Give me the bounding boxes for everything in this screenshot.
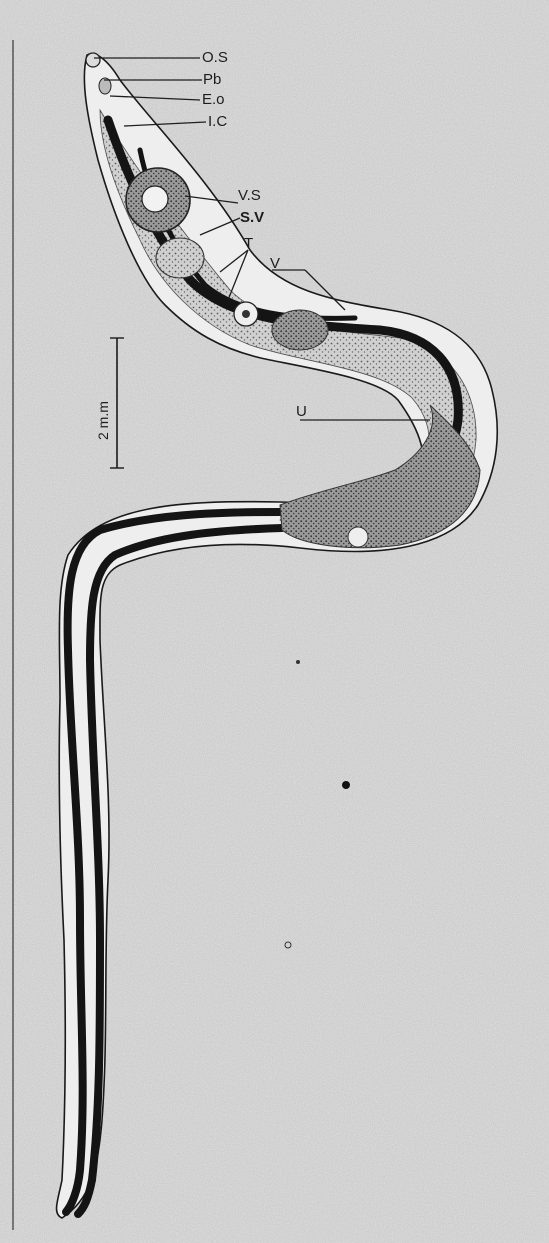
label-seminal-vesicle: S.V [240, 209, 264, 226]
label-ventral-sucker: V.S [238, 187, 261, 204]
label-esophagus: E.o [202, 91, 225, 108]
oral-sucker [86, 53, 100, 67]
label-uterus: U [296, 403, 307, 420]
scale-bar-label: 2 m.m [95, 401, 111, 440]
label-testis: T [244, 235, 253, 252]
label-intestinal-caeca: I.C [208, 113, 227, 130]
ventral-sucker-opening [142, 186, 168, 212]
testis [272, 310, 328, 350]
uterus-lobe [348, 527, 368, 547]
ink-speck [342, 781, 350, 789]
ink-speck-tiny [296, 660, 300, 664]
ovary-nucleus [242, 310, 250, 318]
label-oral-sucker: O.S [202, 49, 228, 66]
seminal-vesicle [156, 238, 204, 278]
label-pharynx: Pb [203, 71, 221, 88]
label-vitellaria: V [270, 255, 280, 272]
